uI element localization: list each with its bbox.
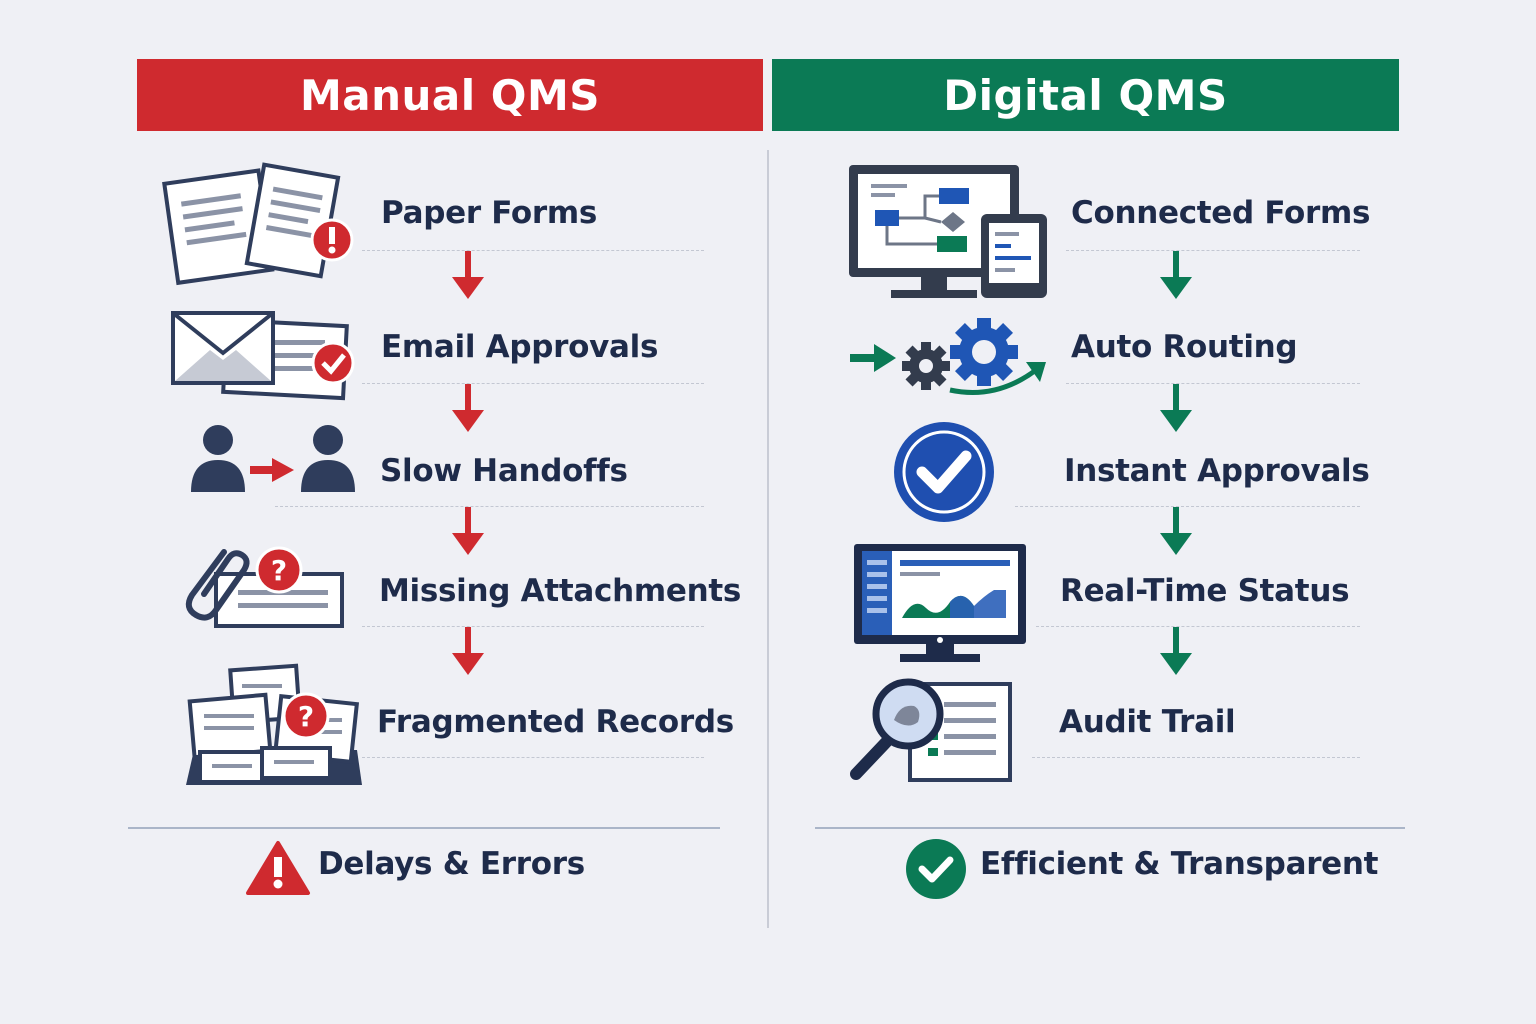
paper-forms-alert-icon xyxy=(162,162,354,286)
step-divider xyxy=(1066,383,1360,384)
arrow-down-icon xyxy=(1160,627,1192,675)
arrow-down-icon xyxy=(452,507,484,555)
arrow-down-icon xyxy=(1160,384,1192,432)
scattered-documents-question-icon: ? xyxy=(186,663,362,785)
step-divider xyxy=(362,757,704,758)
digital-qms-header: Digital QMS xyxy=(772,59,1399,131)
svg-text:?: ? xyxy=(271,554,287,587)
email-approval-check-icon xyxy=(171,311,355,401)
arrow-down-icon xyxy=(452,627,484,675)
digital-summary-label: Efficient & Transparent xyxy=(980,846,1379,882)
step-label-paper-forms: Paper Forms xyxy=(381,195,598,231)
arrow-down-icon xyxy=(452,384,484,432)
checkmark-circle-icon xyxy=(894,422,994,522)
step-divider xyxy=(1066,250,1360,251)
step-divider xyxy=(362,250,704,251)
step-label-connected-forms: Connected Forms xyxy=(1071,195,1371,231)
manual-qms-header: Manual QMS xyxy=(137,59,763,131)
arrow-down-icon xyxy=(1160,251,1192,299)
summary-divider xyxy=(815,827,1405,829)
step-divider xyxy=(1036,626,1360,627)
svg-text:?: ? xyxy=(298,700,314,733)
dashboard-monitor-icon xyxy=(854,544,1026,662)
step-divider xyxy=(1015,506,1360,507)
magnifier-checklist-icon xyxy=(850,678,1012,782)
gears-routing-icon xyxy=(850,318,1046,395)
step-label-email-approvals: Email Approvals xyxy=(381,329,659,365)
paperclip-question-icon: ? xyxy=(185,546,344,628)
monitor-tablet-workflow-icon xyxy=(849,165,1047,298)
step-label-auto-routing: Auto Routing xyxy=(1071,329,1298,365)
summary-divider xyxy=(128,827,720,829)
step-divider xyxy=(362,383,704,384)
check-circle-icon xyxy=(906,839,966,899)
manual-summary-label: Delays & Errors xyxy=(318,846,585,882)
person-handoff-icon xyxy=(191,425,355,492)
warning-triangle-icon xyxy=(246,841,310,895)
step-label-slow-handoffs: Slow Handoffs xyxy=(380,453,628,489)
column-divider xyxy=(767,150,769,928)
step-divider xyxy=(1032,757,1360,758)
step-divider xyxy=(275,506,704,507)
step-divider xyxy=(362,626,704,627)
step-label-real-time-status: Real-Time Status xyxy=(1060,573,1350,609)
step-label-missing-attachments: Missing Attachments xyxy=(379,573,742,609)
arrow-down-icon xyxy=(1160,507,1192,555)
arrow-down-icon xyxy=(452,251,484,299)
step-label-audit-trail: Audit Trail xyxy=(1059,704,1236,740)
step-label-instant-approvals: Instant Approvals xyxy=(1064,453,1370,489)
step-label-fragmented-records: Fragmented Records xyxy=(377,704,734,740)
